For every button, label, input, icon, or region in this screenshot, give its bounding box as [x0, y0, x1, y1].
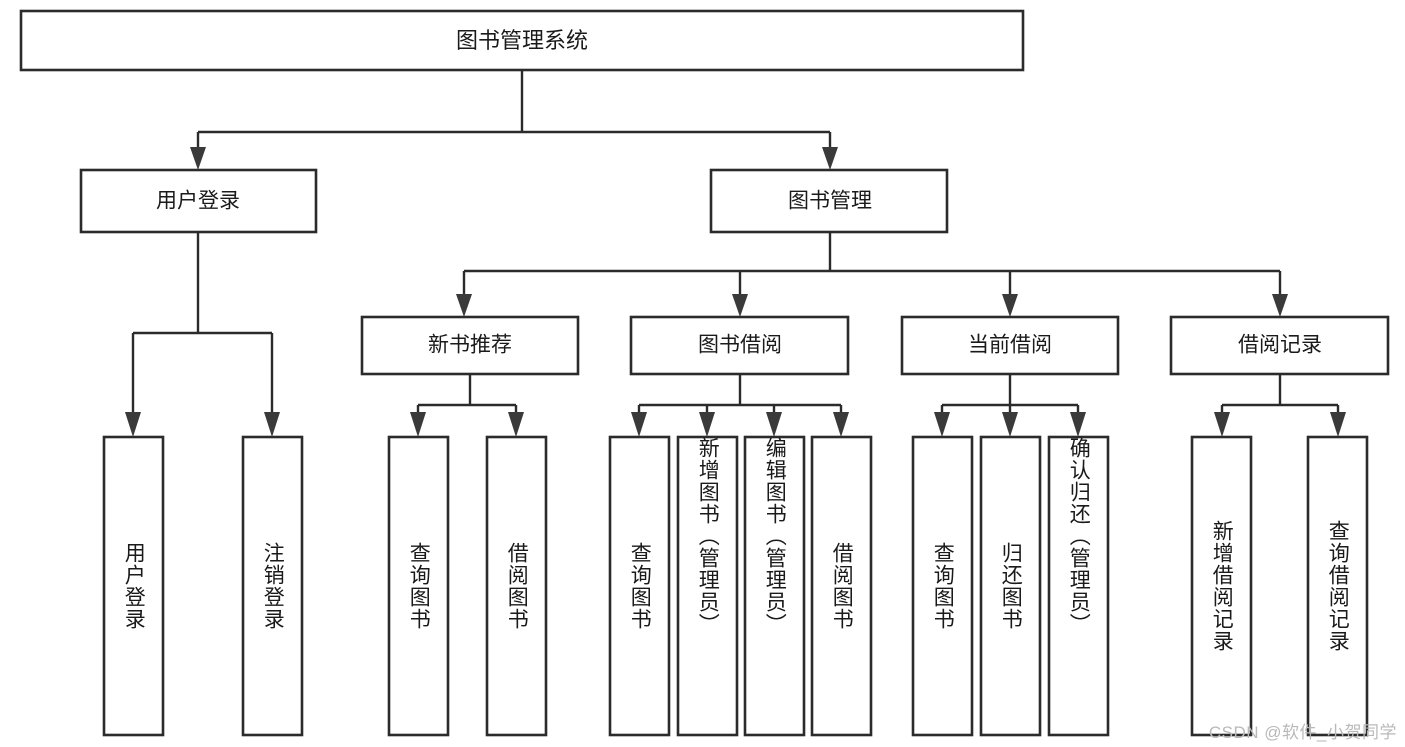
leaf-box-current-borrow-2[interactable] — [979, 435, 1042, 737]
node-user-login-box[interactable] — [79, 168, 318, 234]
arrow-userlogin-leaf-2 — [264, 412, 280, 437]
arrow-to-new-book — [456, 294, 472, 317]
arrow-currentborrow-leaf-1 — [934, 412, 950, 437]
node-current-borrow-box[interactable] — [900, 315, 1120, 376]
arrow-currentborrow-leaf-3 — [1070, 412, 1086, 437]
arrow-to-borrow-record — [1272, 294, 1288, 317]
arrow-borrowrecord-leaf-1 — [1214, 412, 1230, 437]
arrow-newbook-leaf-1 — [410, 412, 426, 437]
node-book-management-label: 图书管理 — [788, 190, 872, 213]
arrow-currentborrow-leaf-2 — [1002, 412, 1018, 437]
arrow-to-book-borrow — [732, 294, 748, 317]
node-new-book-recommend-box[interactable] — [360, 315, 580, 376]
arrow-bookborrow-leaf-1 — [631, 412, 647, 437]
edges-layer — [125, 70, 1346, 437]
arrow-bookborrow-leaf-4 — [833, 412, 849, 437]
arrow-bookborrow-leaf-3 — [766, 412, 782, 437]
node-book-borrow-label: 图书借阅 — [698, 334, 782, 357]
leaf-box-borrow-record-1[interactable] — [1190, 435, 1253, 737]
node-book-borrow-box[interactable] — [629, 315, 850, 376]
csdn-watermark: CSDN @软件_小贺同学 — [1208, 723, 1397, 742]
arrow-to-book-mgmt — [822, 147, 838, 170]
arrow-bookborrow-leaf-2 — [699, 412, 715, 437]
arrow-to-current-borrow — [1002, 294, 1018, 317]
leaf-box-current-borrow-3[interactable] — [1047, 435, 1110, 737]
node-borrow-record-label: 借阅记录 — [1238, 334, 1322, 357]
node-root-box[interactable] — [19, 9, 1025, 72]
node-root-label: 图书管理系统 — [456, 28, 588, 53]
leaf-box-book-borrow-3[interactable] — [743, 435, 806, 737]
leaf-box-book-borrow-2[interactable] — [676, 435, 739, 737]
leaf-box-book-borrow-1[interactable] — [608, 435, 671, 737]
leaf-box-user-login-2[interactable] — [241, 435, 304, 737]
arrow-newbook-leaf-2 — [508, 412, 524, 437]
leaf-box-book-borrow-4[interactable] — [810, 435, 873, 737]
leaf-box-current-borrow-1[interactable] — [911, 435, 974, 737]
node-user-login-label: 用户登录 — [156, 190, 240, 213]
leaf-box-new-book-2[interactable] — [485, 435, 548, 737]
arrow-to-user-login — [190, 147, 206, 170]
node-current-borrow-label: 当前借阅 — [968, 334, 1052, 357]
leaf-box-new-book-1[interactable] — [387, 435, 450, 737]
leaf-box-user-login-1[interactable] — [102, 435, 165, 737]
arrow-borrowrecord-leaf-2 — [1330, 412, 1346, 437]
leaf-box-borrow-record-2[interactable] — [1306, 435, 1369, 737]
node-book-management-box[interactable] — [709, 168, 949, 234]
nodes-layer: 图书管理系统 用户登录 图书管理 新书推荐 图书借阅 当前借阅 借阅记录 — [19, 9, 1390, 737]
node-borrow-record-box[interactable] — [1169, 315, 1390, 376]
arrow-userlogin-leaf-1 — [125, 412, 141, 437]
node-new-book-recommend-label: 新书推荐 — [428, 334, 512, 357]
